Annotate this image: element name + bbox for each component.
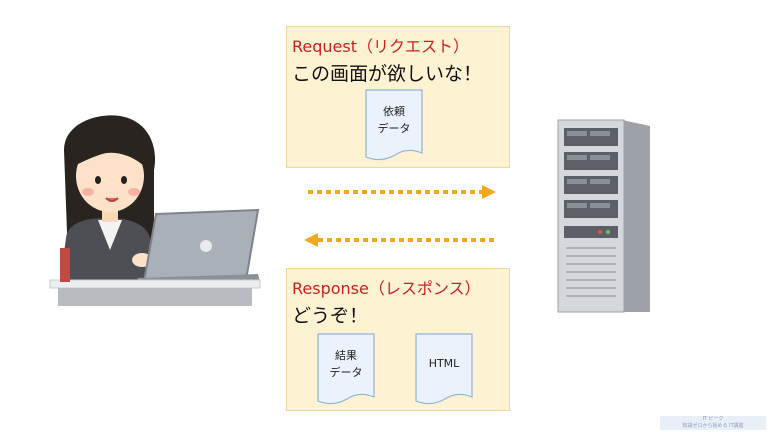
request-title: Request（リクエスト） — [292, 37, 469, 56]
server-illustration — [556, 116, 652, 316]
document-icon — [365, 89, 423, 161]
watermark-line2: 知識ゼロから始める IT講座 — [682, 423, 744, 429]
document-icon — [415, 333, 473, 405]
request-arrow — [306, 184, 498, 200]
arrow-right-icon — [308, 185, 496, 199]
request-document-label: 依頼 データ — [377, 105, 411, 135]
watermark-line1: IT ビーク — [702, 416, 724, 422]
response-message: どうぞ！ — [292, 305, 369, 327]
html-document-label: HTML — [428, 357, 460, 370]
response-box: Response（レスポンス） どうぞ！ 結果 データ HTML — [286, 268, 510, 411]
response-arrow — [300, 232, 496, 248]
request-document: 依頼 データ — [365, 89, 423, 163]
response-title: Response（レスポンス） — [292, 279, 481, 298]
document-icon — [317, 333, 375, 405]
result-data-label: 結果 データ — [329, 349, 363, 379]
request-message: この画面が欲しいな！ — [292, 63, 483, 85]
arrow-left-icon — [304, 233, 494, 247]
person-with-laptop-illustration — [46, 110, 261, 310]
request-box: Request（リクエスト） この画面が欲しいな！ 依頼 データ — [286, 26, 510, 168]
watermark-logo: IT ビーク 知識ゼロから始める IT講座 — [660, 416, 766, 430]
person-laptop-icon — [49, 115, 261, 306]
server-icon — [557, 119, 650, 313]
result-data-document: 結果 データ — [317, 333, 375, 407]
html-document: HTML — [415, 333, 473, 407]
